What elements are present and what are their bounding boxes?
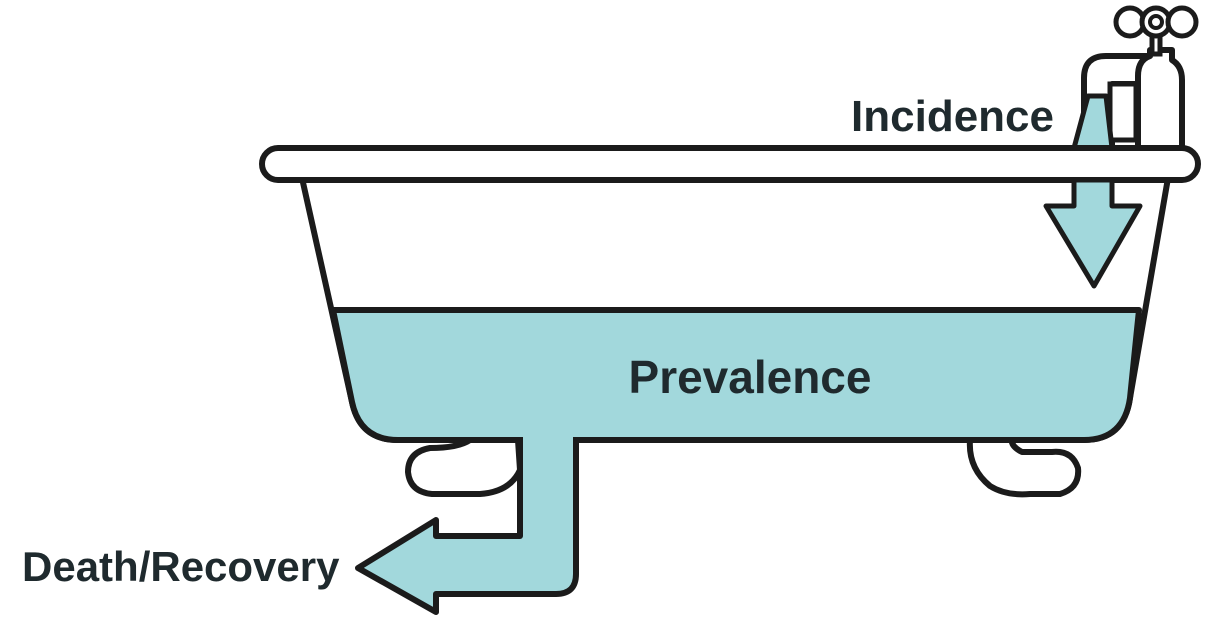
- outflow-arrow: [355, 440, 579, 615]
- death-recovery-label: Death/Recovery: [22, 543, 340, 590]
- drain-seam: [523, 432, 573, 446]
- incidence-label: Incidence: [851, 92, 1054, 141]
- tub-rim: [259, 145, 1201, 183]
- water-stream: [1071, 93, 1115, 151]
- faucet-handle-icon: [1113, 5, 1199, 57]
- faucet-valve: [1135, 47, 1185, 151]
- inflow-arrow: [1043, 177, 1143, 289]
- prevalence-label: Prevalence: [629, 351, 872, 403]
- water-fill: [330, 307, 1142, 443]
- tub-foot-left: [405, 437, 523, 497]
- faucet-small-pipe: [1107, 81, 1139, 143]
- tub-foot-right: [966, 435, 1082, 498]
